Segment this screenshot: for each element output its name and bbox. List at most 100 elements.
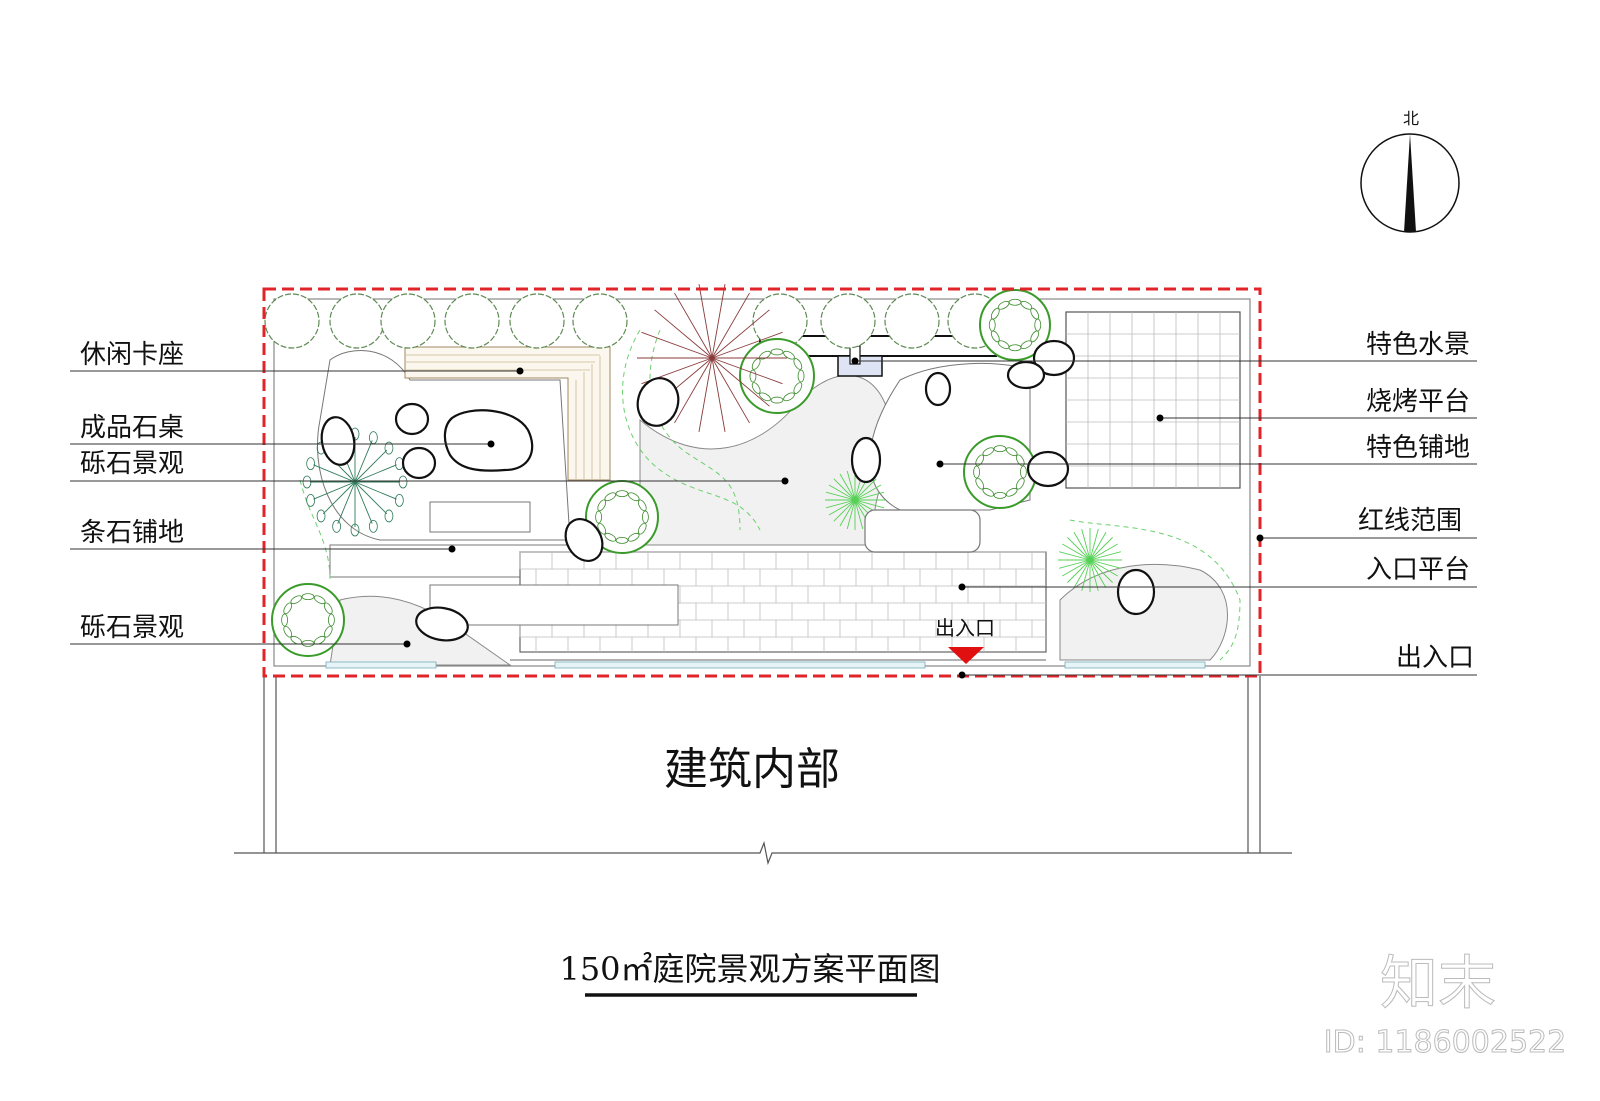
rock [1116, 568, 1156, 616]
palm-frond [641, 331, 713, 359]
rock [1032, 339, 1076, 377]
feature-tree [739, 338, 815, 414]
palm-frond [711, 357, 726, 432]
tree-leaf [615, 490, 629, 498]
tree-leaf [627, 492, 640, 502]
tree-leaf [313, 635, 326, 645]
tree-leaf [1015, 454, 1025, 467]
tree-leaf [615, 537, 629, 544]
tree-leaf [281, 613, 289, 627]
rock [636, 377, 680, 427]
hedge-tree [509, 293, 565, 349]
label-feature-paving: 特色铺地 [1366, 433, 1470, 463]
label-bbq-platform: 烧烤平台 [1366, 387, 1470, 417]
tree-leaf [642, 510, 649, 524]
tree-leaf [975, 477, 985, 490]
feature-tree [979, 289, 1051, 361]
tree-leaf [982, 487, 995, 497]
entrance-marker-label: 出入口 [935, 616, 995, 640]
north-arrow: 北 [1360, 109, 1460, 233]
watermark-id: ID: 1186002522 [1324, 1025, 1566, 1060]
bbq-platform [1065, 311, 1241, 489]
label-stone-table: 成品石桌 [80, 413, 184, 443]
leisure-bench-deck [404, 346, 611, 481]
hedge-tree [329, 293, 385, 349]
feature-trees [271, 289, 1122, 657]
label-leisure-seating: 休闲卡座 [80, 340, 184, 370]
label-strip-stone-paving: 条石铺地 [80, 518, 184, 548]
hedge-tree [884, 293, 940, 349]
hedge-tree [444, 293, 500, 349]
label-red-line-range: 红线范围 [1358, 506, 1462, 536]
hedge-tree-row [264, 293, 1003, 349]
rock [1006, 360, 1046, 390]
tree-leaf [975, 454, 985, 467]
rock [924, 371, 952, 407]
tree-leaf [759, 392, 771, 402]
tree-leaf [993, 491, 1007, 499]
tree-leaf [323, 602, 333, 615]
palm-frond [654, 309, 713, 359]
tree-leaf [604, 492, 617, 502]
tree-leaf [793, 382, 803, 394]
tree-leaf [1020, 465, 1027, 479]
watermark-logo: 知末 [1380, 949, 1496, 1017]
tree-leaf [793, 358, 803, 370]
label-gravel-landscape-2: 砾石景观 [80, 613, 184, 643]
label-gravel-landscape: 砾石景观 [80, 449, 184, 479]
palm-frond [711, 331, 783, 359]
rock [564, 518, 604, 562]
palm-frond [711, 357, 783, 385]
tree-leaf [637, 522, 647, 535]
north-label: 北 [1403, 109, 1419, 128]
tree-leaf [973, 465, 980, 479]
tree-leaf [783, 392, 795, 402]
ornamental-tree [637, 284, 787, 432]
palm-frond [698, 284, 713, 359]
plan-title: 150㎡庭院景观方案平面图 [559, 950, 940, 988]
palm-frond [711, 357, 770, 407]
tree-leaf [637, 499, 647, 512]
tree-leaf [290, 635, 303, 645]
tree-leaf [982, 447, 995, 457]
hedge-tree [820, 293, 876, 349]
red-line-boundary [262, 287, 1262, 678]
left-labels: 休闲卡座 成品石桌 砾石景观 条石铺地 砾石景观 [70, 340, 789, 648]
shrub [1058, 528, 1122, 592]
tree-leaf [797, 369, 805, 383]
feature-tree [271, 583, 345, 657]
tree-leaf [1030, 307, 1040, 320]
tree-leaf [595, 510, 602, 524]
entrance-marker: 出入口 [935, 616, 995, 664]
label-entrance-platform: 入口平台 [1366, 555, 1470, 585]
palm-frond [698, 357, 713, 432]
tree-leaf [770, 348, 784, 356]
planting-contours [299, 329, 1241, 661]
stone-table [394, 402, 534, 480]
tree-leaf [283, 602, 293, 615]
tree-leaf [597, 499, 607, 512]
tree-leaf [327, 613, 335, 627]
right-labels: 特色水景 烧烤平台 特色铺地 红线范围 入口平台 出入口 [851, 330, 1477, 679]
rock [415, 606, 469, 642]
label-entrance: 出入口 [1396, 643, 1474, 673]
tree-leaf [770, 396, 784, 404]
label-water-feature: 特色水景 [1366, 330, 1470, 360]
tree-leaf [604, 532, 617, 542]
palm-frond [711, 309, 770, 359]
tree-leaf [783, 350, 795, 360]
palm-frond [711, 284, 726, 359]
rock [1026, 450, 1070, 488]
building-interior-label: 建筑内部 [664, 744, 840, 795]
tree-leaf [301, 593, 315, 600]
feature-tree [963, 435, 1037, 509]
hedge-tree [380, 293, 436, 349]
tree-leaf [313, 595, 326, 605]
tree-leaf [993, 445, 1007, 453]
tree-leaf [1005, 487, 1018, 497]
tree-leaf [283, 625, 293, 638]
tree-leaf [751, 382, 761, 394]
tree-leaf [749, 369, 757, 383]
tree-leaf [301, 640, 315, 647]
